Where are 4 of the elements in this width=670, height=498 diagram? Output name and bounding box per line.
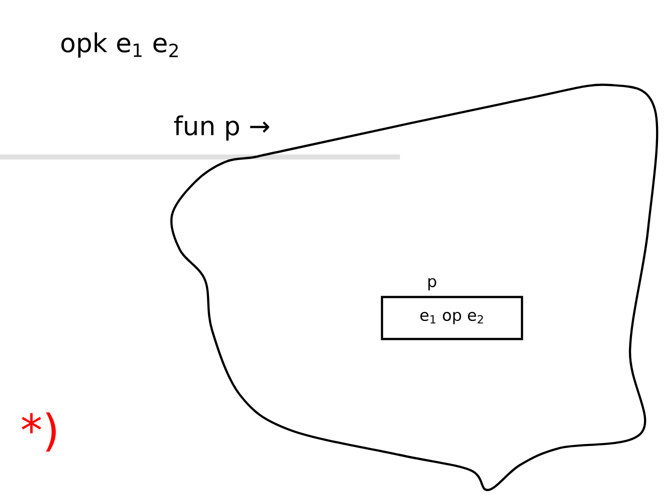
text-label: *) [22, 412, 56, 452]
text-box: e$_{1}$ op e$_{2}$ [380, 296, 524, 340]
text-label: opk e$_{1}$ e$_{2}$ [61, 32, 178, 58]
beside-label: p [428, 278, 436, 290]
